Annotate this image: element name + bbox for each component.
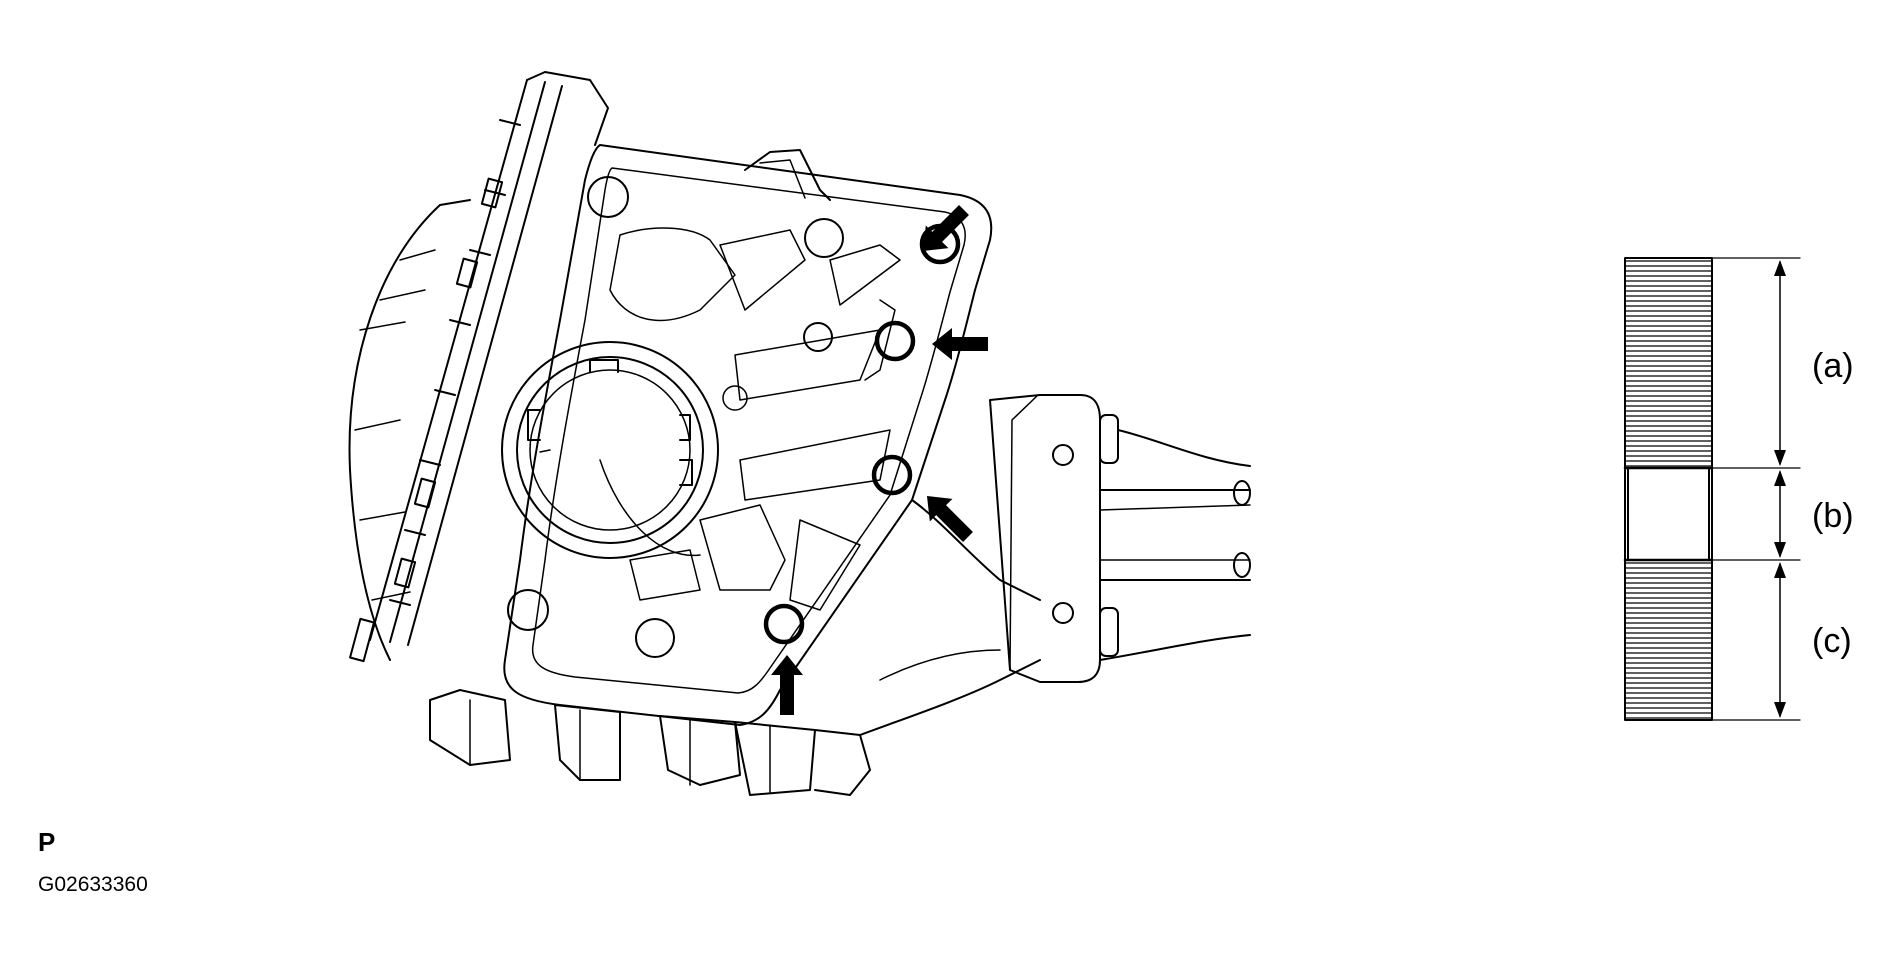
label-b: (b) (1812, 497, 1854, 535)
figure-code: G02633360 (38, 873, 148, 896)
arrow-icon (932, 328, 988, 360)
figure-mark: P (38, 827, 55, 857)
thread-bottom (1625, 562, 1712, 719)
stud-bolt-detail (1623, 257, 1801, 721)
circle-marker-icon (874, 320, 916, 362)
arrow-icon (771, 655, 803, 715)
arrows (771, 205, 988, 715)
circle-marker-icon (763, 603, 805, 645)
thread-top (1625, 260, 1712, 467)
label-c: (c) (1812, 622, 1852, 660)
differential-carrier-housing (348, 71, 1251, 796)
shank (1627, 467, 1710, 561)
arrow-icon (926, 495, 973, 542)
circle-marker-icon (871, 454, 913, 496)
bolt-markers (763, 223, 961, 645)
label-a: (a) (1812, 347, 1854, 385)
arrow-icon (922, 205, 969, 252)
